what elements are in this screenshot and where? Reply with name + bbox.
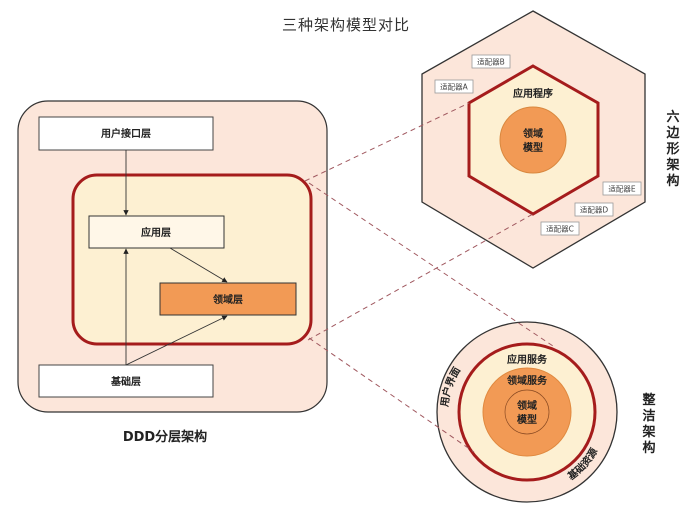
- clean-architecture: 应用服务 领域服务 领域 模型 用户界面 基础资源 整 洁 架 构: [436, 321, 656, 503]
- hexagonal-caption: 六 边 形 架 构: [665, 109, 680, 189]
- adapter-e-label: 适配器E: [608, 184, 635, 194]
- clean-caption-char: 整: [641, 392, 656, 408]
- connector-ddd-to-clean-top: [308, 182, 554, 347]
- clean-caption-char: 架: [641, 424, 655, 440]
- ddd-layered-architecture: 用户接口层 应用层 领域层 基础层 DDD分层架构: [17, 100, 328, 445]
- dashed-connectors: [304, 102, 554, 453]
- domain-layer-box: [159, 282, 297, 316]
- user-interface-layer-box: [38, 116, 214, 151]
- connector-ddd-to-hex-top: [304, 102, 470, 182]
- adapter-a-label: 适配器A: [440, 82, 468, 92]
- arrow-app-to-domain: [169, 247, 228, 283]
- domain-layer-label: 领域层: [213, 293, 243, 306]
- diagram-title: 三种架构模型对比: [282, 16, 410, 34]
- clean-caption: 整 洁 架 构: [641, 392, 656, 456]
- ddd-caption: DDD分层架构: [123, 429, 207, 445]
- hex-domain-model-line1: 领域: [523, 127, 543, 140]
- adapter-d-label: 适配器D: [580, 205, 608, 215]
- hex-caption-char: 边: [665, 126, 680, 141]
- hex-caption-char: 架: [665, 157, 679, 173]
- clean-domain-services-label: 领域服务: [507, 374, 548, 387]
- infrastructure-layer-box: [38, 364, 214, 398]
- clean-caption-char: 洁: [642, 408, 655, 424]
- adapter-c-label: 适配器C: [546, 224, 574, 234]
- arrow-infra-to-domain: [125, 315, 228, 366]
- user-interface-layer-label: 用户接口层: [100, 127, 151, 140]
- adapter-a: 适配器A: [434, 79, 474, 94]
- adapter-b-label: 适配器B: [477, 57, 505, 67]
- hex-caption-char: 形: [666, 142, 679, 157]
- application-layer-label: 应用层: [141, 226, 171, 239]
- hex-domain-model-line2: 模型: [523, 141, 543, 154]
- clean-domain-services-circle: [482, 367, 572, 457]
- clean-domain-model-line2: 模型: [517, 413, 537, 426]
- ddd-core-frame: [71, 173, 313, 346]
- adapter-e: 适配器E: [602, 181, 642, 196]
- clean-application-services-label: 应用服务: [507, 353, 548, 366]
- hex-caption-char: 六: [666, 109, 679, 125]
- hexagonal-architecture: 应用程序 领域 模型 适配器A 适配器B 适配器C 适配器D 适配器E 六 边 …: [421, 10, 680, 269]
- connector-ddd-to-clean-bottom: [308, 337, 475, 453]
- adapter-c: 适配器C: [540, 221, 580, 236]
- clean-domain-model-circle: [504, 389, 550, 435]
- hex-caption-char: 构: [666, 173, 679, 189]
- hex-domain-model-circle: [499, 106, 567, 174]
- connector-ddd-to-hex-bottom: [307, 213, 534, 341]
- hex-application-label: 应用程序: [513, 87, 553, 100]
- clean-caption-char: 构: [642, 440, 655, 456]
- clean-domain-model-line1: 领域: [517, 399, 537, 412]
- adapter-b: 适配器B: [471, 54, 511, 69]
- adapter-d: 适配器D: [574, 202, 614, 217]
- infrastructure-layer-label: 基础层: [110, 375, 141, 388]
- application-layer-box: [88, 215, 225, 249]
